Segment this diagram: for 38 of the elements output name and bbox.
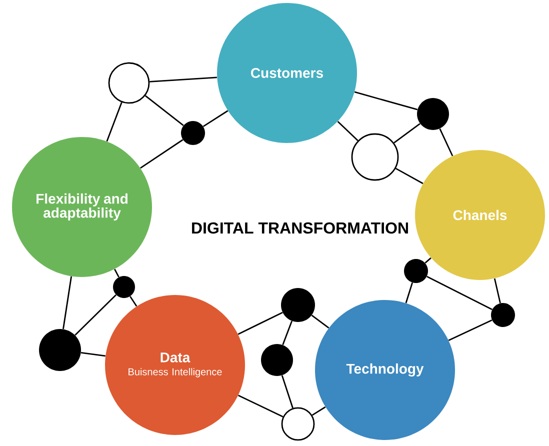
connector-line [140,139,184,169]
center-title: DIGITAL TRANSFORMATION [192,222,408,234]
connector-line [62,276,72,330]
connector-line [312,406,326,416]
hollow-circle [281,407,315,441]
connector-line [354,91,418,110]
filled-dot [261,344,293,376]
filled-dot [39,328,81,371]
connector-line [426,276,492,310]
filled-dot [281,288,315,322]
filled-dot [181,121,205,145]
connector-line [405,282,414,304]
connector-line [282,320,293,346]
filled-dot [113,276,135,298]
connector-line [114,268,120,278]
connector-line [337,120,358,142]
connector-line [74,294,117,336]
filled-dot [404,259,428,283]
filled-dot [417,98,449,130]
connector-line [150,76,217,82]
hollow-circle [108,62,150,104]
connector-line [144,95,184,126]
connector-line [395,168,424,184]
connector-line [238,394,284,418]
connector-line [130,296,138,307]
connector-line [106,102,122,142]
connector-line [238,312,283,335]
hollow-circle [351,133,399,181]
connector-line [394,123,420,144]
connector-line [80,352,106,357]
filled-dot [491,302,515,327]
connector-line [448,320,492,341]
connector-line [494,278,501,304]
connector-line [202,110,228,128]
connector-line [311,314,330,329]
connector-line [439,128,454,156]
connector-line [424,257,432,264]
connector-line [281,375,294,408]
